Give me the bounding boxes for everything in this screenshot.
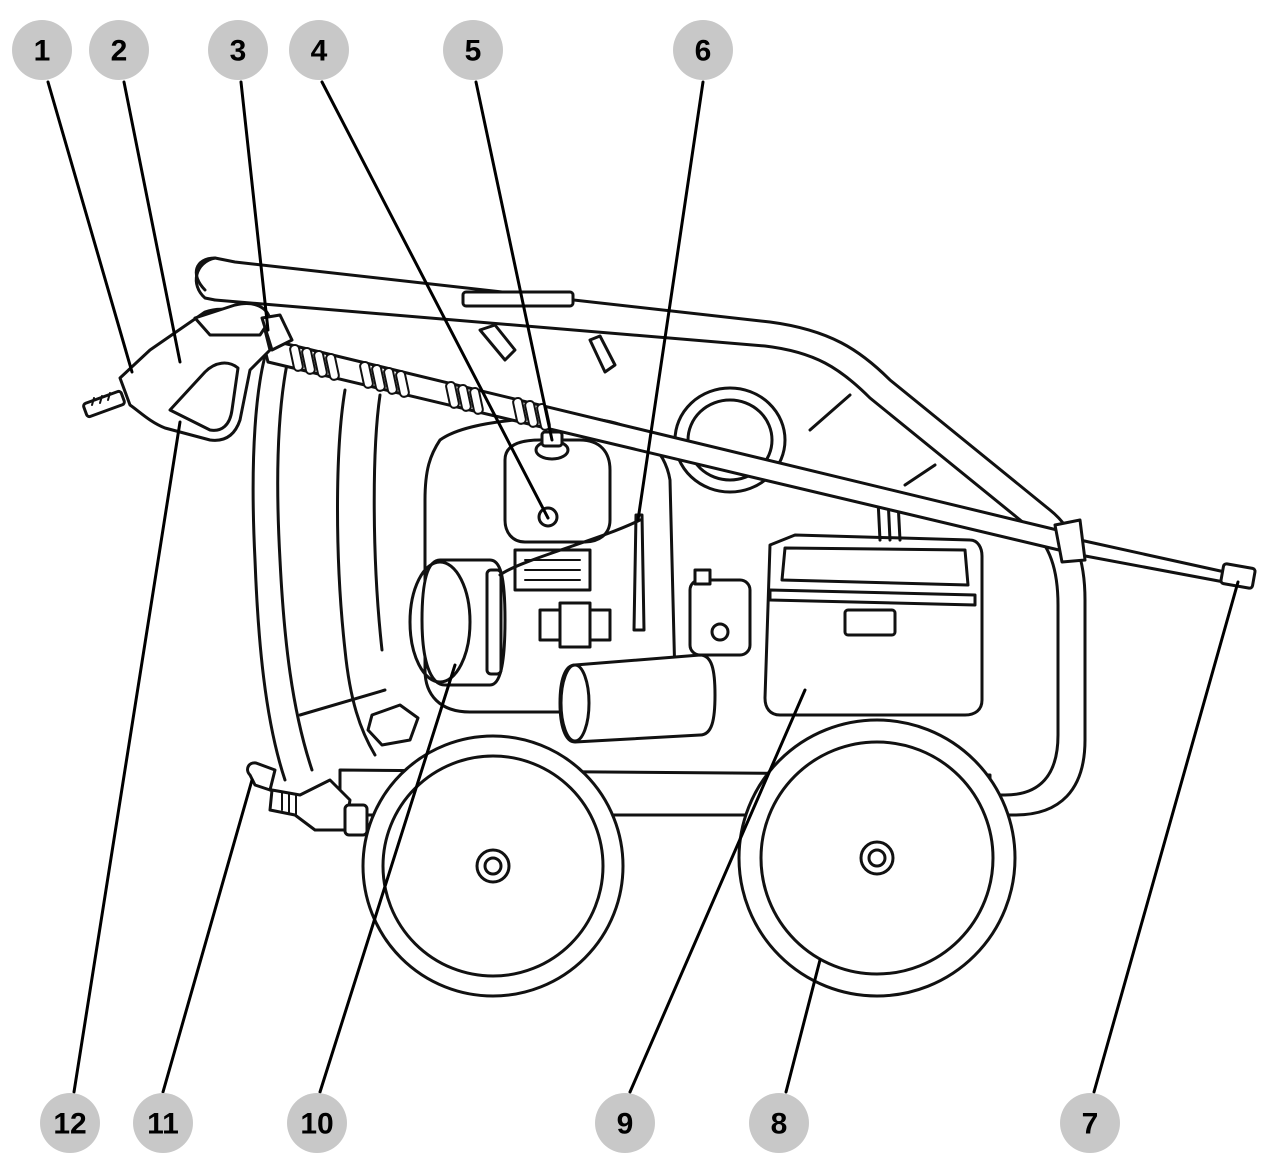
callout-5: 5 [443, 20, 503, 80]
rear-wheel-hub-inner [483, 856, 503, 876]
callout-10-label: 10 [300, 1108, 333, 1141]
callout-12-label: 12 [53, 1108, 86, 1141]
lance-grip-slots [289, 343, 551, 431]
frame-top-clip [461, 290, 575, 308]
leader-4 [320, 80, 550, 520]
frame-left-leg-outer [251, 338, 287, 782]
inlet-nut [343, 803, 369, 837]
frame-left-leg-inner [276, 348, 314, 772]
battery-latch [843, 608, 897, 637]
callout-10: 10 [287, 1093, 347, 1153]
callout-12: 12 [40, 1093, 100, 1153]
battery-lid [768, 588, 977, 607]
gun-trigger-guard [168, 361, 240, 432]
callout-7: 7 [1060, 1093, 1120, 1153]
leader-10 [318, 663, 457, 1094]
leader-12 [72, 420, 182, 1094]
frame-bracket-1 [478, 323, 517, 362]
callout-8-label: 8 [771, 1108, 788, 1141]
callout-6: 6 [673, 20, 733, 80]
leader-5 [474, 80, 554, 442]
pump-top-fitting [693, 568, 712, 586]
recoil-starter-back [408, 560, 472, 684]
callout-4-label: 4 [311, 35, 328, 68]
pump-port [710, 622, 730, 642]
gun-handle-top [193, 302, 272, 337]
callout-7-label: 7 [1082, 1108, 1099, 1141]
battery-lid-top [780, 546, 970, 587]
gun-inlet-threads [91, 392, 111, 406]
frame-bracket-3 [808, 393, 852, 432]
callout-11: 11 [133, 1093, 193, 1153]
frame-bracket-2 [588, 334, 617, 374]
frame-bracket-4 [903, 463, 937, 487]
frame-left-leg-2 [336, 388, 377, 757]
callout-2-label: 2 [111, 35, 128, 68]
filter-cylinder [558, 653, 717, 744]
callout-9: 9 [595, 1093, 655, 1153]
leader-1 [46, 80, 134, 374]
leader-9 [628, 688, 807, 1094]
frame-left-leg-2b [372, 393, 384, 652]
callout-4: 4 [289, 20, 349, 80]
callout-5-label: 5 [465, 35, 482, 68]
callout-1-label: 1 [34, 35, 51, 68]
leader-3 [239, 80, 270, 332]
spray-lance-tip-tube [1078, 538, 1227, 584]
callout-8: 8 [749, 1093, 809, 1153]
front-wheel-hub-inner [867, 848, 887, 868]
dipstick [632, 513, 646, 632]
gun-inlet-fitting [82, 389, 126, 419]
leader-2 [122, 80, 182, 364]
leader-11 [161, 778, 254, 1094]
callout-3: 3 [208, 20, 268, 80]
callout-11-label: 11 [147, 1108, 179, 1141]
lance-holder-clip [1053, 518, 1087, 564]
filter-cap [559, 663, 591, 743]
leader-6 [636, 80, 705, 522]
fuel-tank [503, 438, 612, 544]
frame-inner [213, 298, 1060, 797]
frame-strut [298, 688, 387, 717]
callout-2: 2 [89, 20, 149, 80]
callout-3-label: 3 [230, 35, 247, 68]
leader-8 [784, 958, 822, 1094]
callout-6-label: 6 [695, 35, 712, 68]
water-filter-hex [366, 703, 420, 747]
callout-9-label: 9 [617, 1108, 634, 1141]
frame-handle-end [194, 256, 217, 302]
machine-illustration [82, 256, 1257, 998]
engine-part-b [558, 601, 592, 649]
recoil-starter-cover [420, 558, 507, 687]
pump-housing [688, 578, 752, 657]
inlet-coupler-ribs [281, 791, 297, 815]
callout-1: 1 [12, 20, 72, 80]
starter-rim [485, 568, 503, 676]
gun-safety-lock [260, 313, 294, 352]
inlet-elbow [246, 761, 277, 792]
leader-lines [46, 80, 1240, 1094]
callouts: 1 2 3 4 5 6 7 8 [12, 20, 1120, 1153]
leader-7 [1092, 580, 1240, 1094]
